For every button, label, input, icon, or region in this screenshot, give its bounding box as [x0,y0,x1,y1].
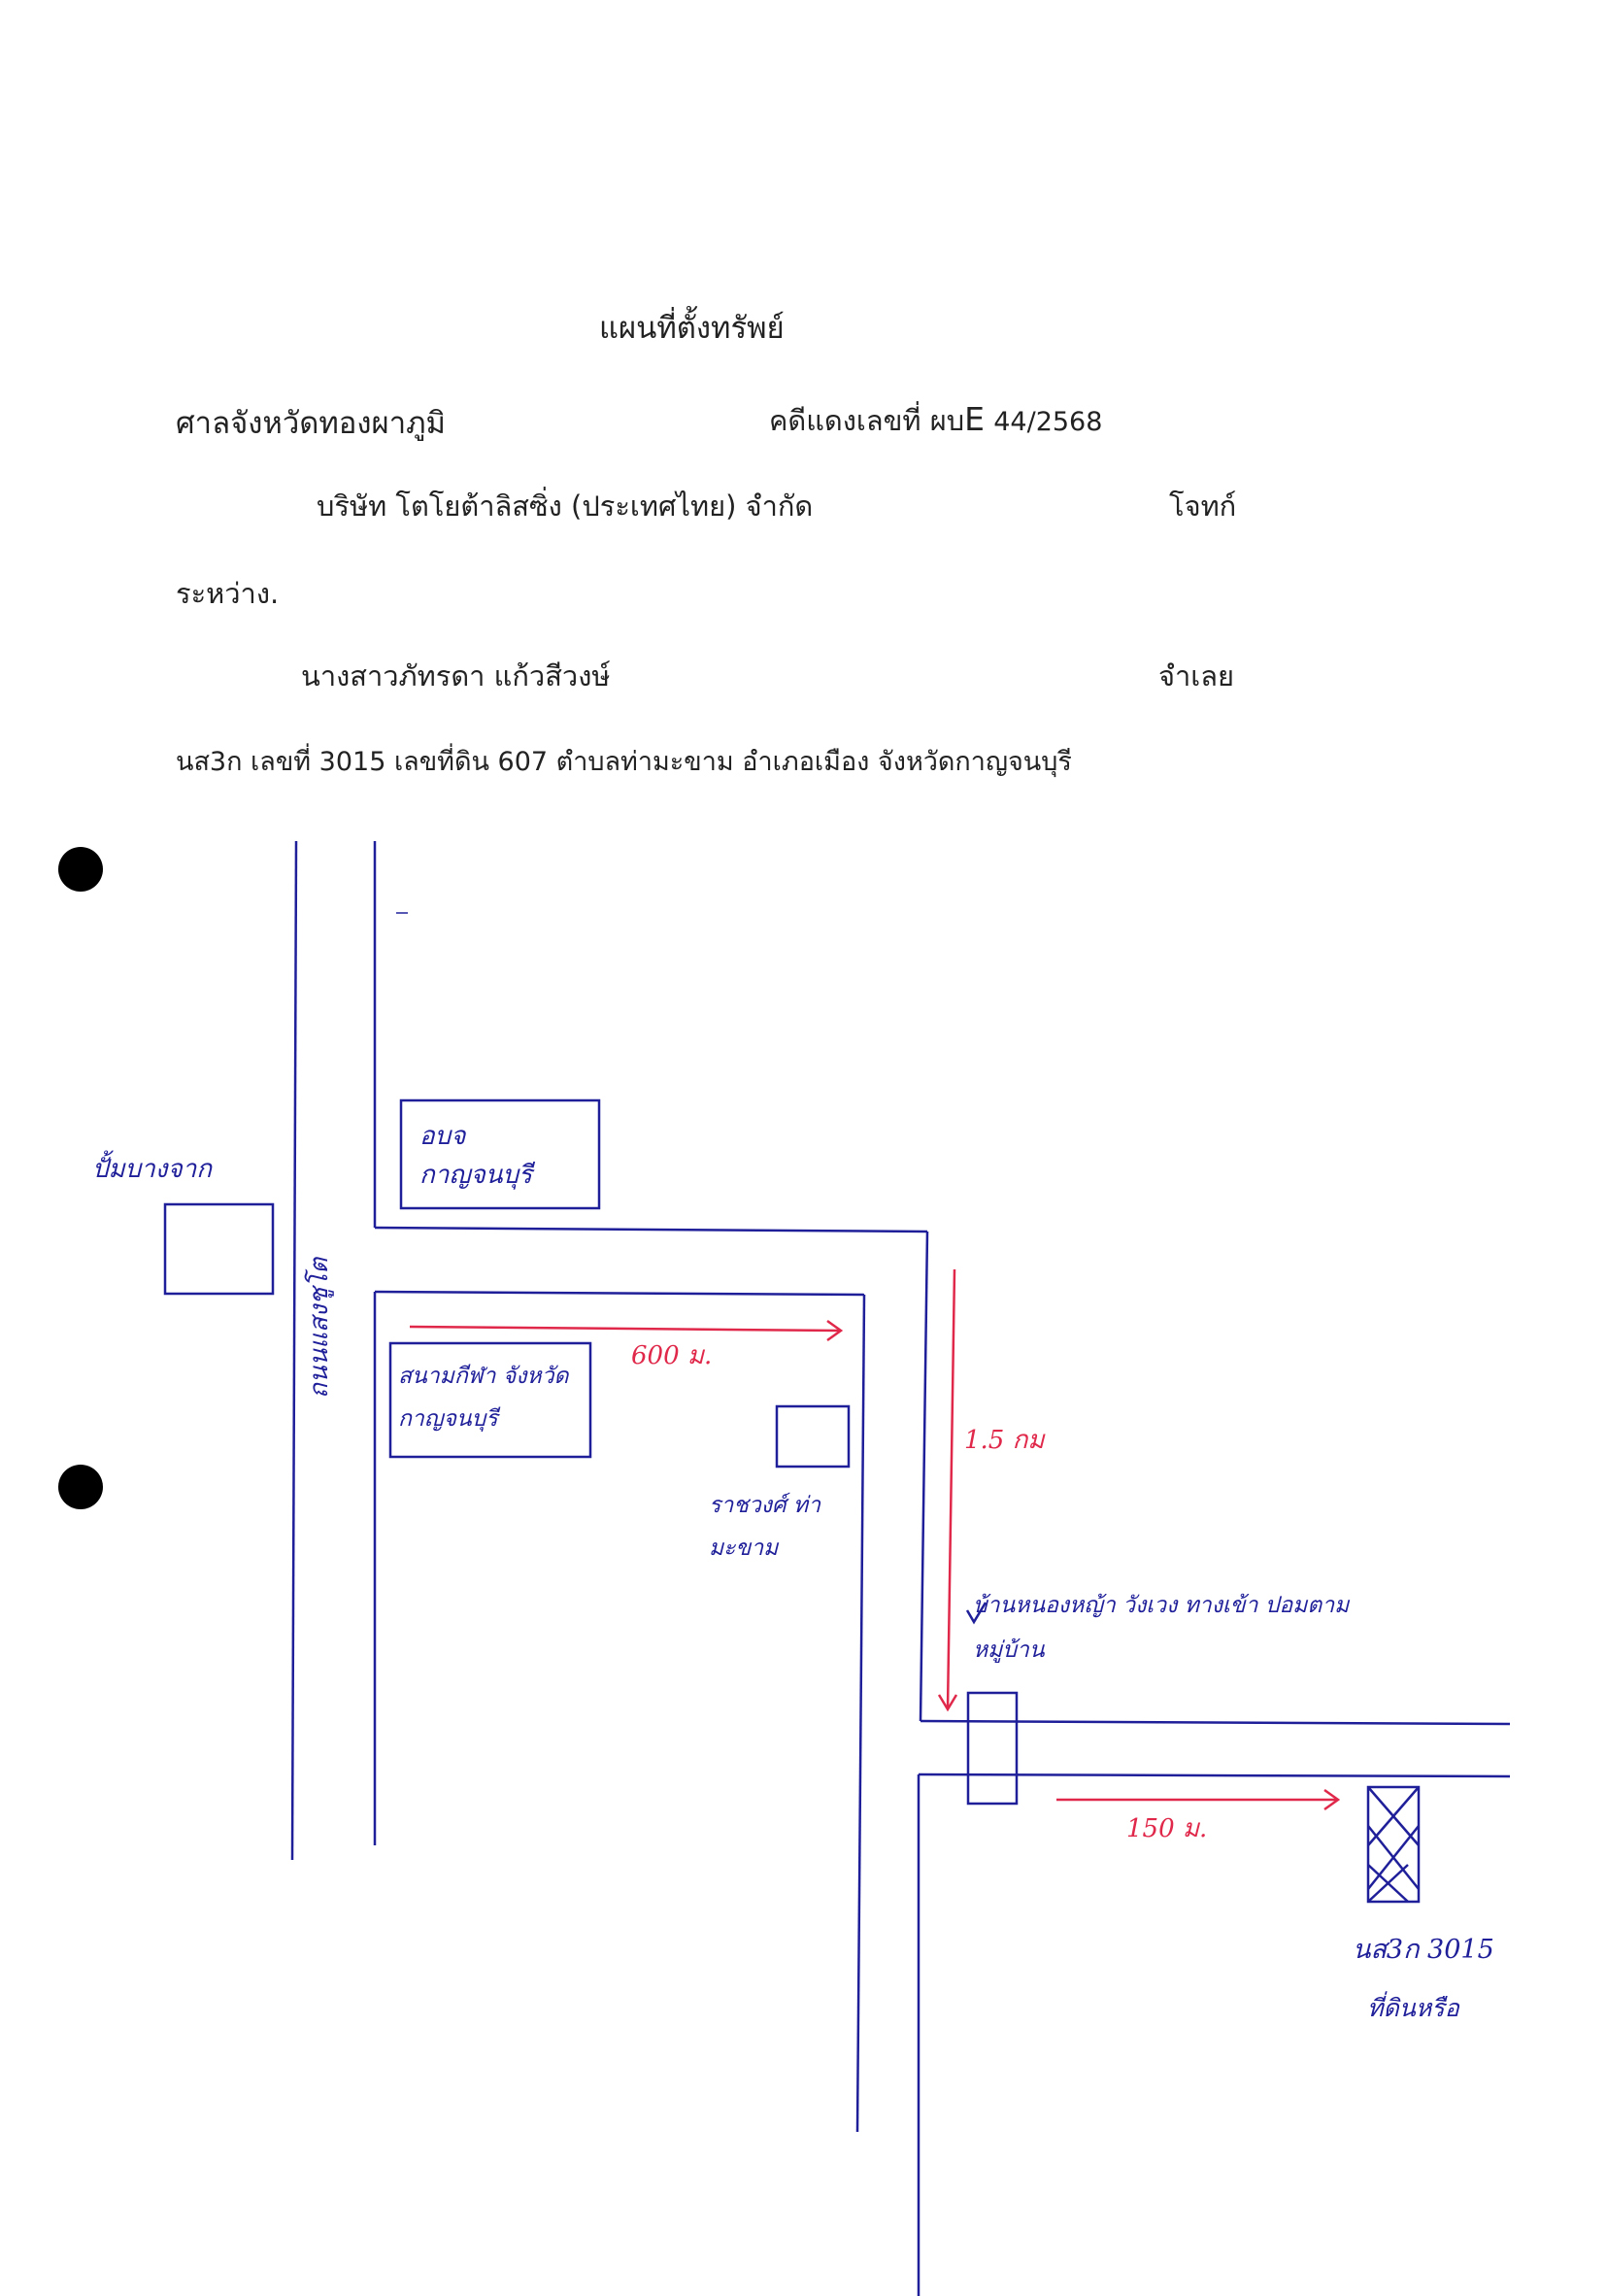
school-label: ราชวงศ์ ท่ามะขาม [709,1493,821,1561]
punch-hole-top [58,847,103,892]
case-letter: E [964,400,986,438]
plaintiff-role: โจทก์ [1169,490,1237,523]
village-label: บ้านหนองหญ้า วังเวง ทางเข้า ปอมตามหมู่บ้… [973,1593,1350,1663]
court-name: ศาลจังหวัดทองผาภูมิ [176,406,446,441]
distance-600m: 600 ม. [631,1341,713,1370]
page-title: แผนที่ตั้งทรัพย์ [599,311,785,346]
stadium-box [388,1341,592,1459]
case-number-line: คดีแดงเลขที่ ผบE 44/2568 [769,398,1102,443]
office-label: อบจ กาญจนบุรี [419,1122,532,1190]
side-road-down-left [855,1294,866,2133]
lower-road-top [920,1719,1511,1726]
defendant-name: นางสาวภัทรดา แก้วสีวงษ์ [301,659,611,692]
distance-150m: 150 ม. [1126,1814,1208,1843]
road-left-edge [290,840,298,1861]
arrow-600m [409,1325,842,1333]
deed-details: นส3ก เลขที่ 3015 เลขที่ดิน 607 ตำบลท่ามะ… [176,747,1072,777]
target-plot-box [1366,1785,1421,1904]
office-box [399,1098,601,1210]
between-label: ระหว่าง. [176,577,280,610]
side-road-top [374,1226,928,1233]
plot-note-label: ที่ดินหรือ [1367,1994,1459,2022]
road-name-label: ถนนแสงชูโต [305,1257,334,1399]
stadium-label: สนามกีฬา จังหวัดกาญจนบุรี [398,1364,569,1432]
gas-station-label: ปั้มบางจาก [92,1155,213,1184]
side-road-bottom [374,1290,865,1297]
plaintiff-name: บริษัท โตโยต้าลิสซิ่ง (ประเทศไทย) จำกัด [317,490,814,523]
lower-road-bottom [918,1773,1511,1778]
plot-number-label: นส3ก 3015 [1353,1935,1494,1965]
school-box [775,1404,851,1469]
arrow-1-5km [946,1268,956,1710]
village-gate-box [966,1691,1019,1806]
gas-station-box [163,1202,275,1296]
punch-hole-bottom [58,1465,103,1509]
case-label: คดีแดงเลขที่ ผบ [769,404,965,437]
case-number: 44/2568 [993,407,1103,437]
distance-1-5km: 1.5 กม [964,1426,1045,1455]
defendant-role: จำเลย [1158,659,1234,692]
side-road-down-right [919,1231,929,1722]
